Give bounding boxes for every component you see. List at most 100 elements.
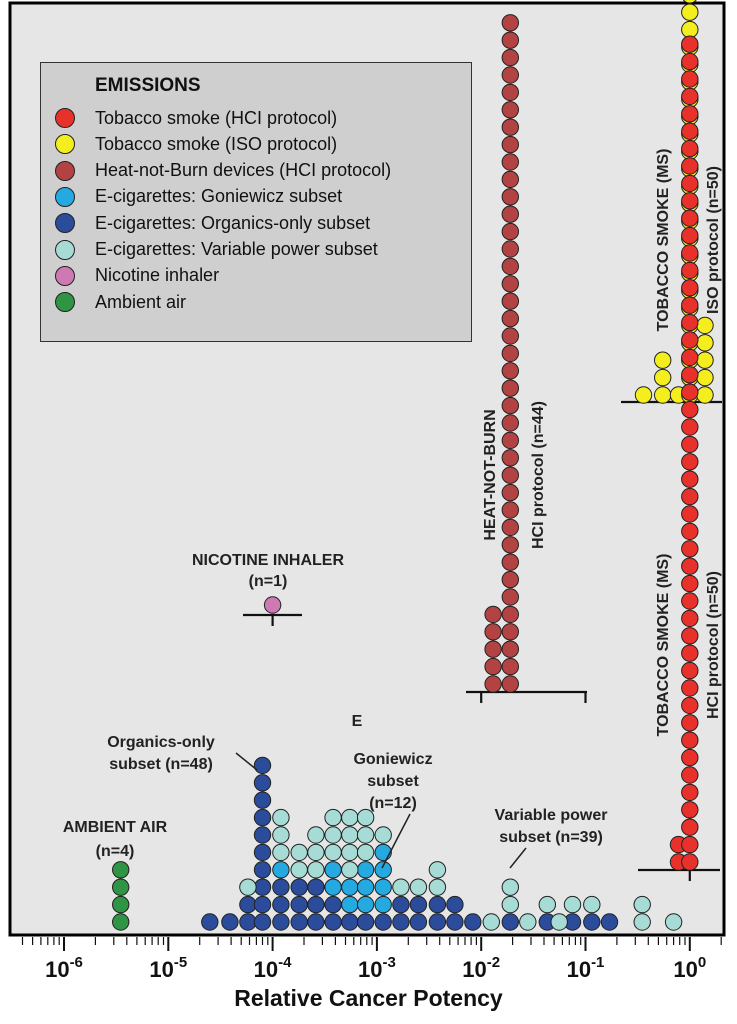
dot-s7-p1-0	[681, 853, 699, 871]
dot-s2-p12-0	[409, 913, 428, 931]
dot-s2-p9-0	[356, 913, 375, 931]
legend-swatch	[55, 186, 75, 207]
dot-s2-p7-0	[324, 913, 342, 931]
dot-s2-p15-0	[464, 913, 482, 931]
legend-label: Heat-not-Burn devices (HCI protocol)	[95, 160, 392, 181]
dot-s2-p5-2	[290, 878, 308, 896]
goniewicz-label-2: subset	[367, 773, 419, 790]
dot-s6-p4-2	[696, 351, 714, 369]
goniewicz-leader	[381, 813, 411, 869]
dot-s7-p1-23	[681, 453, 699, 471]
dot-s7-p1-9	[681, 696, 699, 715]
dot-s6-p3-21	[681, 20, 699, 39]
dot-s5-p1-23	[501, 275, 519, 293]
dot-s7-p1-45	[681, 70, 699, 88]
dot-s4-p0-0	[239, 878, 257, 896]
legend-label: Nicotine inhaler	[95, 265, 220, 286]
dot-s7-p1-40	[681, 157, 699, 175]
dot-s7-p1-28	[681, 366, 699, 384]
dot-s3-p4-1	[374, 878, 392, 896]
dot-s7-p1-42	[681, 122, 699, 140]
dot-s4-p2-1	[290, 843, 308, 862]
dot-s4-p5-1	[341, 843, 359, 862]
organics-label-2: subset (n=48)	[109, 756, 213, 773]
legend-item: Tobacco smoke (HCI protocol)	[55, 105, 337, 131]
legend-label: Tobacco smoke (HCI protocol)	[95, 107, 338, 128]
dot-s2-p4-1	[272, 895, 290, 914]
dot-s7-p1-22	[681, 470, 699, 488]
dot-s4-p4-0	[324, 843, 342, 862]
dot-s4-p6-0	[356, 843, 375, 862]
dot-s4-p16-0	[563, 895, 582, 914]
dot-s7-p1-24	[681, 435, 699, 454]
dot-s7-p1-26	[681, 400, 699, 419]
dot-s2-p0-0	[201, 913, 219, 931]
legend-item: Heat-not-Burn devices (HCI protocol)	[55, 158, 391, 184]
dot-s5-p0-4	[484, 605, 502, 624]
dot-s5-p1-22	[501, 292, 519, 310]
dot-s5-p1-34	[501, 83, 519, 102]
dot-s3-p0-0	[272, 861, 290, 879]
dot-s2-p5-1	[290, 895, 308, 914]
dot-s5-p1-17	[501, 379, 519, 397]
dot-s4-p10-1	[428, 861, 447, 879]
ambient-air-n: (n=4)	[96, 843, 135, 860]
dot-s3-p1-1	[324, 861, 342, 879]
dot-s5-p1-27	[501, 205, 519, 223]
dot-s4-p5-2	[341, 826, 359, 844]
dot-s4-p10-0	[428, 878, 447, 896]
dot-s5-p1-16	[501, 396, 519, 415]
dot-s7-p1-4	[681, 783, 699, 802]
dot-s5-p1-21	[501, 309, 519, 328]
hnb-label-2: HCI protocol (n=44)	[530, 401, 547, 549]
dot-s7-p1-31	[681, 313, 699, 332]
x-tick-label: 100	[673, 954, 706, 982]
dot-s4-p12-0	[501, 895, 519, 914]
nicotine-inhaler-n: (n=1)	[249, 573, 288, 590]
dot-s4-p13-0	[519, 913, 537, 931]
dot-s2-p3-3	[253, 861, 272, 879]
x-tick-label: 10-5	[149, 954, 187, 982]
dot-s3-p3-2	[356, 861, 375, 879]
dot-s4-p1-0	[272, 843, 290, 862]
legend: EMISSIONS Tobacco smoke (HCI protocol)To…	[40, 62, 472, 342]
dot-s5-p1-9	[501, 518, 519, 537]
dot-s3-p1-0	[324, 878, 342, 896]
dot-s2-p3-9	[253, 756, 272, 775]
dot-s3-p2-0	[341, 895, 359, 914]
dot-s2-p6-1	[307, 895, 325, 914]
dot-s2-p6-0	[307, 913, 325, 931]
dot-s5-p1-14	[501, 431, 519, 450]
dot-s7-p1-19	[681, 522, 699, 541]
dot-s4-p6-2	[356, 808, 375, 827]
dot-s2-p16-0	[501, 913, 519, 931]
dot-s5-p1-6	[501, 570, 519, 589]
dot-s4-p3-0	[307, 861, 325, 879]
dot-s4-p19-0	[664, 913, 683, 931]
dot-s5-p1-20	[501, 327, 519, 345]
dot-s5-p1-35	[501, 66, 519, 84]
dot-s6-p1-2	[654, 351, 672, 369]
dot-s7-p1-6	[681, 748, 699, 767]
dot-s4-p14-0	[538, 895, 556, 914]
nicotine-inhaler-label: NICOTINE INHALER	[192, 552, 344, 569]
dot-s4-p7-0	[374, 826, 392, 844]
dot-s7-p1-5	[681, 766, 699, 784]
dot-s2-p3-8	[253, 774, 272, 792]
dot-s5-p1-2	[501, 640, 519, 658]
dot-s5-p1-8	[501, 536, 519, 554]
dot-s2-p5-0	[290, 913, 308, 931]
dot-s0-p0-0	[112, 913, 130, 931]
dot-s6-p3-23	[682, 0, 697, 4]
dot-s5-p1-10	[501, 501, 519, 519]
legend-item: E-cigarettes: Variable power subset	[55, 237, 378, 263]
dot-s5-p1-25	[501, 240, 519, 258]
annotations: NICOTINE INHALER(n=1)AMBIENT AIR(n=4)EOr…	[63, 149, 722, 869]
ambient-air-label: AMBIENT AIR	[63, 819, 168, 836]
dot-s5-p1-36	[501, 48, 519, 67]
dot-s4-p3-2	[307, 826, 325, 844]
dot-s7-p1-12	[681, 644, 699, 662]
dot-s7-p1-3	[681, 801, 699, 819]
dot-s6-p4-4	[696, 316, 714, 335]
dot-s7-p1-1	[681, 835, 699, 854]
